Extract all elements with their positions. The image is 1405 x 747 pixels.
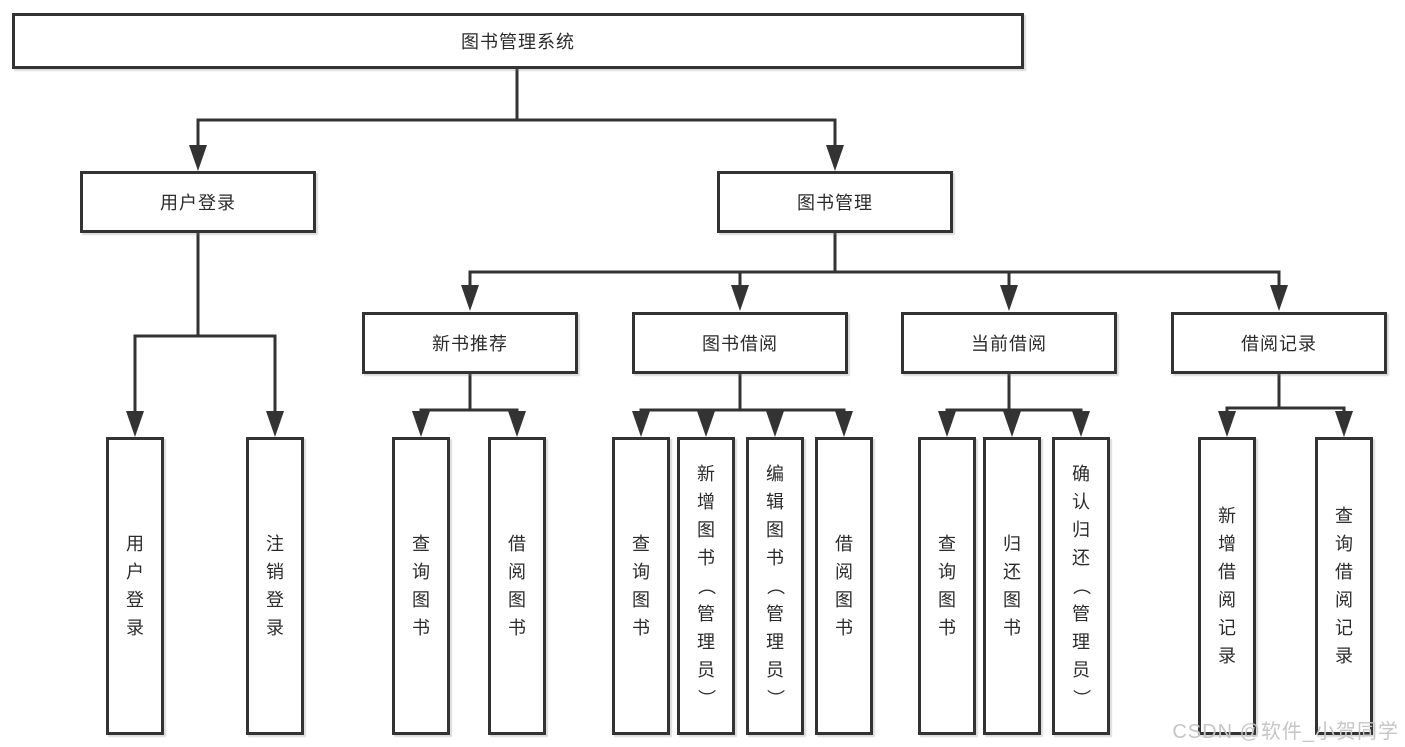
node-label: 图书借阅 [702,334,778,354]
node-book-management: 图书管理 [717,171,953,233]
node-label: 当前借阅 [971,334,1047,354]
arrowhead-book-management [826,145,844,171]
arrowhead-leaf-query-borrowing [632,411,650,437]
arrowhead-leaf-login [126,411,144,437]
node-label: 借阅记录 [1241,334,1317,354]
arrowhead-leaf-logout [266,411,284,437]
arrowhead-leaf-add-book [697,411,715,437]
node-library-management-system: 图书管理系统 [12,13,1024,69]
node-label: 图书管理 [797,193,873,213]
leaf-logout: 注销登录 [246,437,304,735]
node-new-book-recommend: 新书推荐 [362,312,578,374]
node-label: 图书管理系统 [461,32,575,52]
arrowhead-leaf-return-book [1003,411,1021,437]
node-current-borrowing: 当前借阅 [901,312,1117,374]
arrowhead-leaf-query-record [1335,411,1353,437]
arrowhead-leaf-edit-book [766,411,784,437]
leaf-query-borrow-record: 查询借阅记录 [1315,437,1373,735]
arrowhead-user-login [189,145,207,171]
csdn-watermark: CSDN @软件_小贺同学 [1172,721,1399,743]
leaf-confirm-return-admin: 确认归还（管理员） [1052,437,1110,735]
leaf-query-books-current: 查询图书 [918,437,976,735]
arrowhead-current-borrowing [1000,285,1018,311]
arrowhead-new-book-recommend [461,285,479,311]
node-borrow-records: 借阅记录 [1171,312,1387,374]
leaf-query-books-recommend: 查询图书 [392,437,450,735]
leaf-add-book-admin: 新增图书（管理员） [677,437,735,735]
leaf-add-borrow-record: 新增借阅记录 [1198,437,1256,735]
leaf-borrow-books-borrowing: 借阅图书 [815,437,873,735]
arrowhead-leaf-query-recommend [412,411,430,437]
arrowhead-leaf-query-current [938,411,956,437]
node-user-login: 用户登录 [80,171,316,233]
node-label: 用户登录 [160,193,236,213]
leaf-edit-book-admin: 编辑图书（管理员） [746,437,804,735]
leaf-query-books-borrowing: 查询图书 [612,437,670,735]
arrowhead-leaf-borrow-recommend [508,411,526,437]
arrowhead-leaf-add-record [1218,411,1236,437]
leaf-user-login: 用户登录 [106,437,164,735]
arrowhead-borrow-records [1270,285,1288,311]
node-label: 新书推荐 [432,334,508,354]
node-book-borrowing: 图书借阅 [632,312,848,374]
arrowhead-leaf-borrow-book [835,411,853,437]
leaf-borrow-books-recommend: 借阅图书 [488,437,546,735]
leaf-return-books: 归还图书 [983,437,1041,735]
arrowhead-leaf-confirm-return [1072,411,1090,437]
arrowhead-book-borrowing [731,285,749,311]
